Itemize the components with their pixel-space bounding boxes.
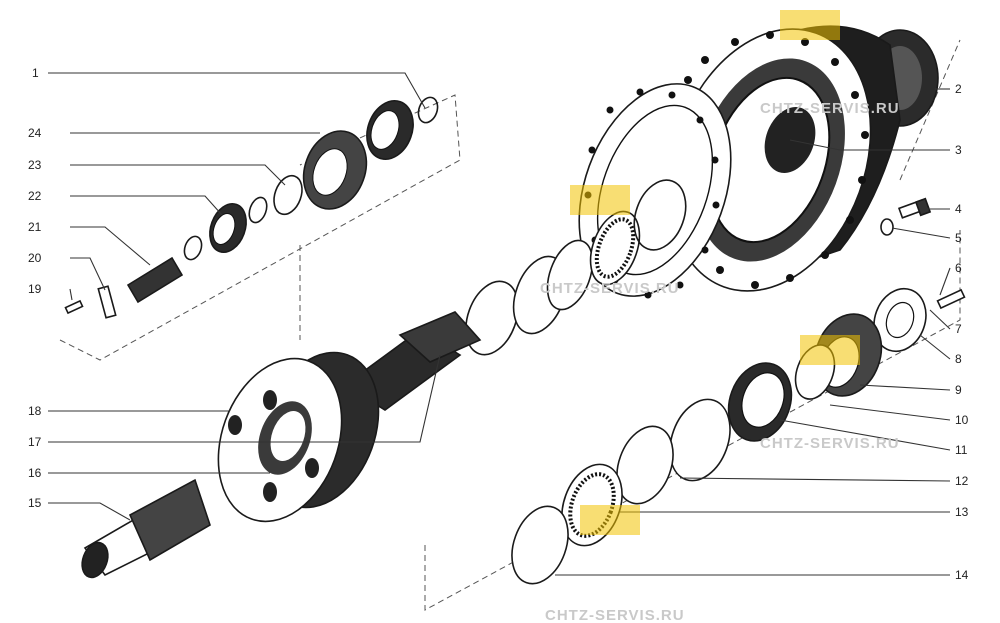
callout-20: 20 xyxy=(28,251,42,265)
bearing-race-11 xyxy=(727,362,793,442)
callout-1: 1 xyxy=(32,66,39,80)
callout-6: 6 xyxy=(955,261,962,275)
callout-13: 13 xyxy=(955,505,969,519)
callout-22: 22 xyxy=(28,189,42,203)
callout-16: 16 xyxy=(28,466,42,480)
callout-9: 9 xyxy=(955,383,962,397)
watermark-logo-icon xyxy=(570,185,630,215)
bearing-22 xyxy=(209,202,247,254)
spacer-ring-upper xyxy=(546,239,594,311)
planet-carrier-18 xyxy=(217,351,380,523)
callout-numbers: 1 2 3 4 5 6 7 8 9 10 11 12 13 14 15 16 1… xyxy=(28,66,969,582)
plate-20 xyxy=(97,285,117,319)
callout-24: 24 xyxy=(28,126,42,140)
needle-bearing-upper xyxy=(589,210,641,286)
watermark-text: CHTZ-SERVIS.RU xyxy=(545,607,685,623)
callout-5: 5 xyxy=(955,231,962,245)
callout-21: 21 xyxy=(28,220,42,234)
callout-17: 17 xyxy=(28,435,42,449)
callout-23: 23 xyxy=(28,158,42,172)
callout-4: 4 xyxy=(955,202,962,216)
watermark-logo-icon xyxy=(800,335,860,365)
assembly-guides xyxy=(59,39,961,611)
watermark-group: CHTZ-SERVIS.RU CHTZ-SERVIS.RU CHTZ-SERVI… xyxy=(540,10,900,623)
splined-shaft-15 xyxy=(81,478,211,579)
ring-small xyxy=(183,235,203,261)
ring-12 xyxy=(616,425,674,505)
callout-11: 11 xyxy=(955,443,968,457)
callout-8: 8 xyxy=(955,352,962,366)
ring-upper xyxy=(633,179,687,251)
o-ring xyxy=(465,280,519,356)
bolt-6 xyxy=(936,288,966,310)
watermark-text: CHTZ-SERVIS.RU xyxy=(760,435,900,452)
watermark-text: CHTZ-SERVIS.RU xyxy=(540,280,680,297)
cover-plate-8 xyxy=(873,287,927,353)
callout-3: 3 xyxy=(955,143,962,157)
snap-ring-23 xyxy=(273,174,303,216)
callout-2: 2 xyxy=(955,82,962,96)
callout-10: 10 xyxy=(955,413,969,427)
spring-21 xyxy=(126,256,184,304)
thrust-washer-11b xyxy=(669,398,731,482)
callout-14: 14 xyxy=(955,568,969,582)
washer-5 xyxy=(880,218,894,236)
callout-leaders xyxy=(48,72,951,576)
snap-ring-14 xyxy=(511,505,569,585)
bearing-upper-left xyxy=(366,100,414,160)
final-drive-housing xyxy=(664,25,939,292)
washer-small xyxy=(248,196,268,224)
callout-19: 19 xyxy=(28,282,42,296)
watermark-text: CHTZ-SERVIS.RU xyxy=(760,100,900,117)
snap-ring-1 xyxy=(417,96,439,124)
bolt-19 xyxy=(64,299,84,315)
watermark-logo-icon xyxy=(780,10,840,40)
gear-24 xyxy=(302,130,368,210)
bolt-4 xyxy=(897,197,932,219)
callout-15: 15 xyxy=(28,496,42,510)
callout-7: 7 xyxy=(955,322,962,336)
callout-18: 18 xyxy=(28,404,42,418)
callout-12: 12 xyxy=(955,474,969,488)
watermark-logo-icon xyxy=(580,505,640,535)
